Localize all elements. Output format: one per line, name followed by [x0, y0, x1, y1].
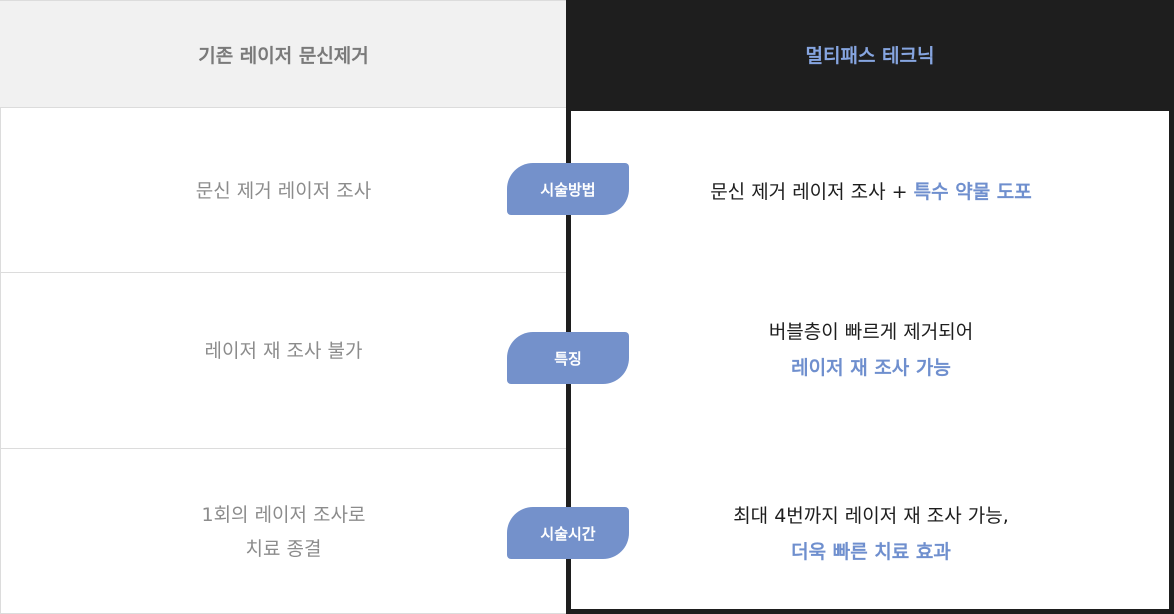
- multipass-title: 멀티패스 테크닉: [805, 44, 935, 67]
- row-divider: [0, 448, 567, 449]
- conventional-cell-method: 문신 제거 레이저 조사: [0, 108, 567, 273]
- multipass-time-line1: 최대 4번까지 레이저 재 조사 가능,: [733, 505, 1009, 527]
- category-label-text: 특징: [554, 349, 582, 368]
- multipass-cell-feature: 버블층이 빠르게 제거되어 레이저 재 조사 가능: [571, 300, 1171, 400]
- row-divider: [0, 272, 567, 273]
- category-label-text: 시술시간: [540, 524, 596, 543]
- conventional-title: 기존 레이저 문신제거: [198, 44, 369, 67]
- multipass-cell-method: 문신 제거 레이저 조사 + 특수 약물 도포: [571, 111, 1171, 273]
- multipass-feature-highlight: 레이저 재 조사 가능: [791, 357, 951, 379]
- conventional-cell-feature: 레이저 재 조사 불가: [0, 273, 567, 428]
- category-label-feature: 특징: [507, 332, 629, 384]
- multipass-method-text: 문신 제거 레이저 조사 + 특수 약물 도포: [710, 174, 1032, 210]
- category-label-time: 시술시간: [507, 507, 629, 559]
- multipass-column: [566, 106, 1174, 614]
- conventional-header: 기존 레이저 문신제거: [0, 0, 567, 108]
- conventional-cell-time: 1회의 레이저 조사로 치료 종결: [0, 449, 567, 614]
- multipass-header: 멀티패스 테크닉: [566, 0, 1174, 108]
- multipass-feature-line1: 버블층이 빠르게 제거되어: [768, 321, 974, 343]
- conventional-feature-text: 레이저 재 조사 불가: [204, 339, 363, 362]
- category-label-method: 시술방법: [507, 163, 629, 215]
- multipass-time-highlight: 더욱 빠른 치료 효과: [791, 541, 951, 563]
- category-label-text: 시술방법: [540, 180, 596, 199]
- conventional-time-line1: 1회의 레이저 조사로: [201, 503, 366, 526]
- conventional-method-text: 문신 제거 레이저 조사: [195, 179, 372, 202]
- multipass-method-highlight: 특수 약물 도포: [913, 181, 1032, 203]
- conventional-time-line2: 치료 종결: [245, 537, 322, 560]
- multipass-cell-time: 최대 4번까지 레이저 재 조사 가능, 더욱 빠른 치료 효과: [571, 484, 1171, 584]
- multipass-method-plain: 문신 제거 레이저 조사 +: [710, 181, 914, 203]
